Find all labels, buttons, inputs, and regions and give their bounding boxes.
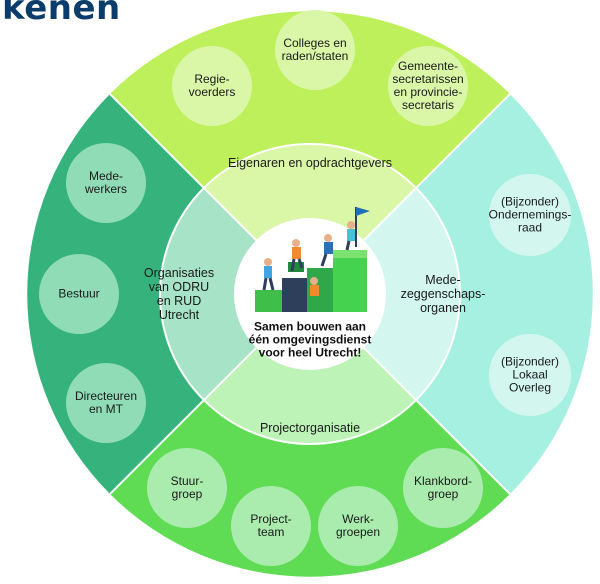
group-werkgroepen: Werk- groepen — [335, 512, 381, 539]
group-stuurgroep: Stuur- groep — [170, 474, 204, 501]
group-medewerkers: Mede- werkers — [84, 169, 128, 196]
teamwork-illustration — [255, 207, 370, 312]
group-gemeentesecretarissen: Gemeente- secretarissen en provincie- se… — [392, 59, 464, 112]
group-regievoerders: Regie- voerders — [188, 72, 236, 99]
group-projectteam: Project- team — [250, 512, 292, 539]
group-lokaal-overleg: (Bijzonder) Lokaal Overleg — [500, 354, 560, 395]
group-ondernemingsraad: (Bijzonder) Ondernemings- raad — [488, 194, 572, 235]
group-circle-lokaal-overleg — [489, 334, 571, 416]
group-colleges: Colleges en raden/staten — [281, 36, 349, 63]
group-klankbordgroep: Klankbord- groep — [413, 474, 473, 501]
group-circle-werkgroepen — [318, 486, 398, 566]
page-title: kenen — [2, 0, 121, 28]
group-circle-medewerkers — [66, 143, 146, 223]
group-circle-regievoerders — [172, 46, 252, 126]
sector-label-projectorganisatie: Projectorganisatie — [259, 421, 361, 435]
sector-label-organisaties: Organisaties van ODRU en RUD Utrecht — [143, 266, 215, 322]
group-circle-klankbordgroep — [403, 448, 483, 528]
group-directeuren: Directeuren en MT — [74, 389, 138, 416]
sector-label-eigenaren: Eigenaren en opdrachtgevers — [227, 156, 393, 170]
group-circle-projectteam — [231, 486, 311, 566]
sector-label-medezeggenschap: Mede- zeggenschaps- organen — [400, 273, 486, 315]
group-circle-stuurgroep — [147, 448, 227, 528]
group-bestuur: Bestuur — [58, 286, 100, 301]
inner-ring-border — [159, 143, 461, 445]
group-circle-bestuur — [39, 254, 119, 334]
group-circle-gemeentesecretarissen — [388, 46, 468, 126]
group-circle-colleges — [275, 10, 355, 90]
center-slogan: Samen bouwen aan één omgevingsdienst voo… — [248, 319, 372, 360]
group-circle-directeuren — [66, 363, 146, 443]
group-circle-ondernemingsraad — [489, 174, 571, 256]
